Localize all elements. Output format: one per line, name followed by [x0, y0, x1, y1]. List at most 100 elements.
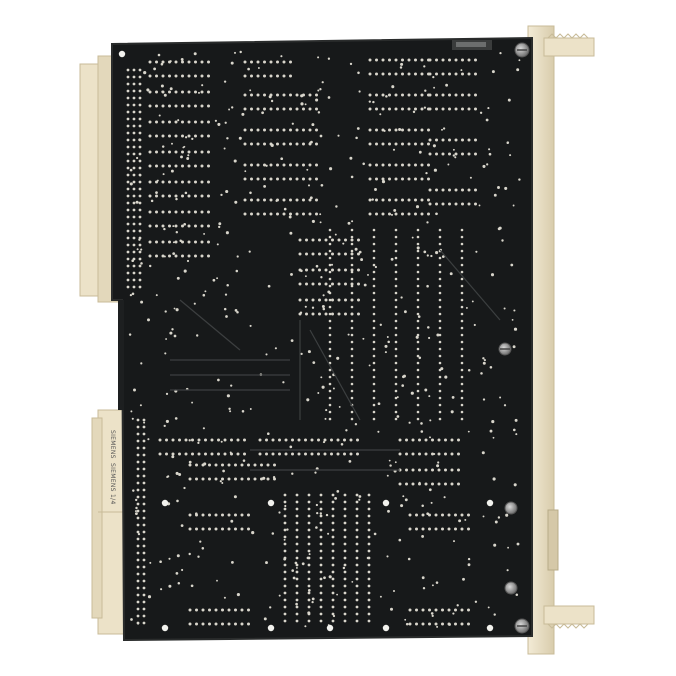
solder-pad: [489, 429, 493, 433]
solder-pad: [394, 212, 398, 216]
solder-pad: [148, 164, 152, 168]
solder-pad: [126, 110, 130, 114]
solder-pad: [314, 471, 317, 474]
solder-pad: [460, 417, 464, 421]
solder-pad: [379, 113, 382, 116]
solder-pad: [276, 93, 279, 97]
solder-pad: [438, 284, 442, 288]
solder-pad: [295, 602, 298, 606]
solder-pad: [349, 438, 353, 442]
solder-pad: [289, 128, 292, 132]
solder-pad: [357, 268, 360, 272]
solder-pad: [474, 72, 477, 76]
solder-pad: [126, 159, 130, 163]
solder-pad: [180, 524, 184, 527]
solder-pad: [307, 521, 311, 525]
solder-pad: [142, 488, 146, 492]
solder-pad: [381, 93, 385, 97]
solder-pad: [343, 570, 347, 574]
solder-pad: [194, 90, 197, 94]
solder-pad: [394, 298, 398, 302]
solder-pad: [319, 584, 323, 588]
solder-pad: [307, 611, 311, 615]
solder-pad: [302, 198, 305, 202]
solder-pad: [174, 254, 178, 258]
solder-pad: [203, 462, 207, 466]
solder-pad: [467, 58, 471, 62]
solder-pad: [431, 482, 434, 486]
solder-pad: [441, 608, 444, 612]
solder-pad: [138, 285, 142, 289]
solder-pad: [350, 368, 354, 372]
solder-pad: [216, 243, 219, 246]
solder-pad: [201, 608, 205, 612]
solder-pad: [295, 619, 299, 623]
solder-pad: [355, 528, 359, 532]
solder-pad: [448, 152, 451, 156]
solder-pad: [367, 598, 371, 602]
solder-pad: [175, 471, 179, 475]
solder-pad: [171, 452, 175, 456]
solder-pad: [221, 527, 224, 531]
solder-pad: [142, 516, 146, 520]
solder-pad: [350, 361, 354, 365]
solder-pad: [319, 563, 323, 567]
solder-pad: [200, 120, 204, 124]
solder-pad: [132, 285, 136, 289]
solder-pad: [158, 114, 161, 117]
solder-pad: [234, 527, 237, 531]
solder-pad: [168, 104, 171, 108]
solder-pad: [304, 438, 307, 442]
solder-pad: [401, 128, 404, 132]
solder-pad: [394, 396, 398, 400]
solder-pad: [148, 240, 152, 244]
solder-pad: [351, 580, 354, 583]
solder-pad: [507, 546, 509, 549]
solder-pad: [278, 511, 281, 514]
solder-pad: [207, 224, 210, 228]
solder-pad: [460, 368, 464, 372]
solder-pad: [394, 177, 398, 181]
solder-pad: [328, 389, 332, 393]
solder-pad: [269, 212, 273, 216]
solder-pad: [196, 334, 199, 337]
solder-pad: [460, 270, 464, 274]
solder-pad: [331, 282, 334, 286]
solder-pad: [207, 150, 210, 154]
solder-pad: [280, 157, 284, 161]
solder-pad: [136, 248, 139, 251]
solder-pad: [136, 418, 140, 422]
solder-pad: [283, 535, 287, 539]
solder-pad: [328, 340, 332, 344]
solder-pad: [142, 621, 146, 625]
solder-pad: [240, 463, 244, 467]
solder-pad: [302, 107, 305, 111]
solder-pad: [368, 142, 372, 146]
solder-pad: [236, 310, 239, 314]
solder-pad: [460, 69, 463, 72]
solder-pad: [231, 561, 234, 564]
solder-pad: [454, 622, 457, 626]
solder-pad: [126, 138, 130, 142]
solder-pad: [158, 438, 162, 442]
solder-pad: [367, 521, 371, 525]
solder-pad: [207, 60, 210, 64]
solder-pad: [403, 310, 407, 314]
solder-pad: [142, 593, 146, 597]
solder-pad: [168, 164, 171, 168]
solder-pad: [464, 518, 467, 521]
solder-pad: [389, 607, 394, 611]
solder-pad: [188, 608, 192, 612]
solder-pad: [367, 584, 371, 588]
solder-pad: [487, 606, 490, 609]
solder-pad: [438, 375, 442, 379]
solder-pad: [467, 563, 471, 567]
solder-pad: [168, 134, 171, 138]
solder-pad: [381, 177, 385, 181]
solder-pad: [327, 290, 331, 294]
solder-pad: [328, 575, 332, 579]
solder-pad: [228, 108, 231, 111]
solder-pad: [328, 263, 332, 267]
solder-pad: [174, 210, 178, 214]
solder-pad: [295, 598, 299, 602]
